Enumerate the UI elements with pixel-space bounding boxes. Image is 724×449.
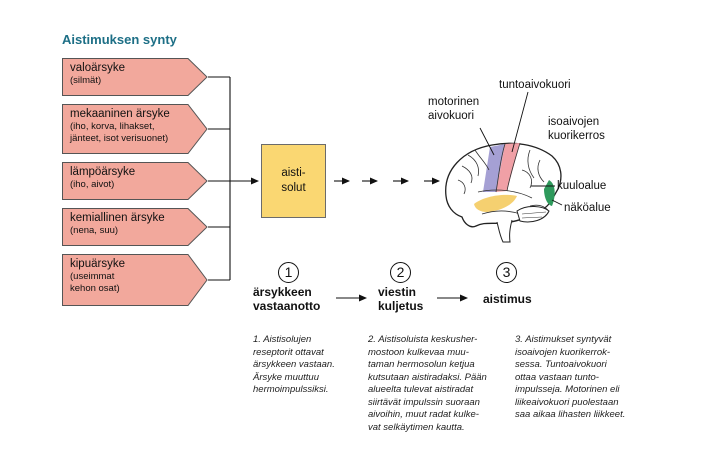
stimulus-label: kipuärsyke (70, 258, 125, 270)
stimulus-heat: lämpöärsyke(iho, aivot) (62, 162, 208, 200)
step-number-3: 3 (496, 262, 517, 283)
page-title: Aistimuksen synty (62, 32, 177, 47)
cerebellum (516, 206, 550, 223)
stimulus-source: (iho, korva, lihakset, jänteet, isot ver… (70, 121, 169, 144)
stimulus-source: (iho, aivot) (70, 179, 115, 190)
sensory-area (496, 143, 520, 192)
stimulus-mechanical: mekaaninen ärsyke(iho, korva, lihakset, … (62, 104, 208, 154)
brain-illustration (445, 142, 562, 243)
brainstem (496, 219, 513, 243)
auditory-area (474, 194, 517, 212)
sensory-cortex-label: tuntoaivokuori (499, 79, 571, 91)
visual-area-label: näköalue (564, 202, 611, 214)
connector-lines (208, 76, 231, 281)
stimulus-pain: kipuärsyke(useimmat kehon osat) (62, 254, 208, 306)
stimulus-label: kemiallinen ärsyke (70, 212, 165, 224)
stimulus-light: valoärsyke(silmät) (62, 58, 208, 96)
step-description-3: 3. Aistimukset syntyvät isoaivojen kuori… (515, 334, 626, 420)
motor-cortex-label: motorinen aivokuori (428, 96, 480, 122)
stimulus-source: (nena, suu) (70, 225, 119, 236)
receptor-label: aisti- solut (281, 167, 306, 194)
step-number-1: 1 (278, 262, 299, 283)
stimulus-label: valoärsyke (70, 62, 125, 74)
stimulus-chemical: kemiallinen ärsyke(nena, suu) (62, 208, 208, 246)
step-title-2: viestin kuljetus (378, 285, 424, 313)
step-title-3: aistimus (483, 292, 532, 306)
stimulus-label: mekaaninen ärsyke (70, 108, 170, 120)
auditory-area-label: kuuloalue (557, 180, 607, 192)
stimulus-label: lämpöärsyke (70, 166, 136, 178)
step-title-1: ärsykkeen vastaanotto (253, 285, 321, 313)
step-description-2: 2. Aistisoluista keskusher- mostoon kulk… (368, 334, 487, 433)
step-number-2: 2 (390, 262, 411, 283)
motor-area (483, 144, 505, 192)
stimulus-source: (useimmat kehon osat) (70, 271, 120, 294)
stimulus-source: (silmät) (70, 75, 102, 86)
visual-area (544, 180, 555, 206)
brain-leader-lines (479, 91, 563, 206)
step-description-1: 1. Aistisolujen reseptorit ottavat ärsyk… (253, 334, 335, 395)
cerebral-cortex-label: isoaivojen kuorikerros (548, 116, 605, 142)
receptor-cells-box: aisti- solut (261, 144, 326, 218)
